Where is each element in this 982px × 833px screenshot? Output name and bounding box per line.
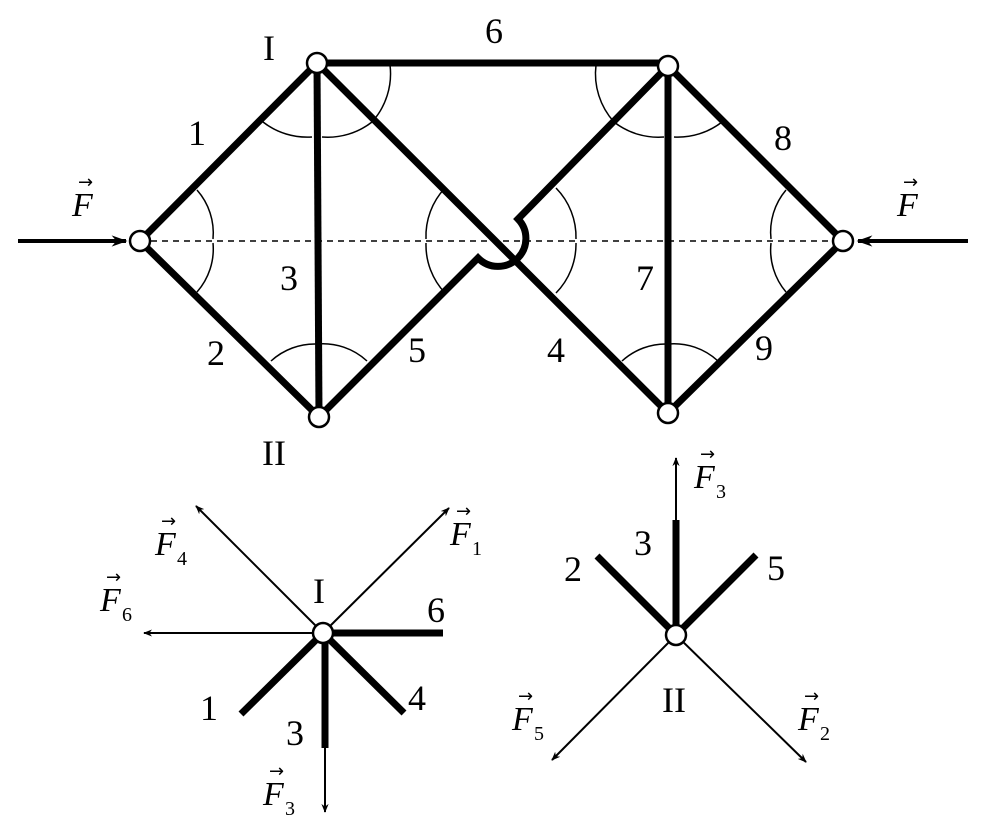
rod-5 [316,63,671,420]
angle-arc [613,121,665,138]
member-1 [238,630,326,717]
rod-8 [665,63,846,244]
node-II-diagram: II 3 2 5 F 3 → F 5 → F 2 → [511,444,830,763]
node-top-right [656,54,680,78]
node-II-label: II [662,680,686,720]
angle-arc [270,343,318,362]
node-label-II: II [262,433,286,473]
angle-arc [196,242,215,293]
force-label-F6: F [99,582,122,619]
force-label-F1: F [449,516,472,553]
angle-arc [769,189,787,240]
force-arrow-F4 [195,505,324,634]
force-label-F3-sub: 3 [285,798,295,820]
force-label-left: F [71,187,94,224]
force-arrow-F5 [551,634,677,761]
member-4 [320,630,407,716]
member-label-9: 9 [755,328,773,368]
node-II [307,405,331,429]
force-label-F5-sub: 5 [534,723,544,745]
member-label-6: 6 [485,11,503,51]
node-II-circle [664,623,688,647]
member-label-3: 3 [634,523,652,563]
member-label-1: 1 [188,113,206,153]
member-label-5: 5 [408,330,426,370]
angle-arcs [196,64,787,362]
angle-arc [196,189,215,240]
member-label-4: 4 [408,678,426,718]
vector-arrow-icon: → [700,444,715,465]
member-label-7: 7 [636,258,654,298]
node-I-circle [311,621,335,645]
member-label-3: 3 [286,713,304,753]
angle-arc [555,187,577,240]
angle-arc [262,121,313,138]
rod-4 [314,60,671,416]
angle-arc [667,342,719,362]
angle-arc [316,342,368,362]
force-arrow-F2 [675,634,807,763]
vector-arrow-icon: → [106,567,121,588]
force-label-F4-sub: 4 [177,548,187,570]
node-I-diagram: I 6 1 4 3 F 1 → F 4 → F 6 → F 3 → [99,501,482,820]
angle-arc [555,242,577,294]
member-label-1: 1 [200,688,218,728]
rod-3 [313,62,323,418]
vector-arrow-icon: → [903,172,918,193]
force-label-F3: F [693,459,716,496]
angle-arc [769,242,787,293]
member-label-6: 6 [427,590,445,630]
force-label-F3-sub: 3 [716,481,726,503]
vector-arrow-icon: → [518,686,533,707]
vector-arrow-icon: → [161,511,176,532]
vector-arrow-icon: → [269,761,284,782]
node-I-label: I [313,571,325,611]
member-2 [594,553,679,638]
angle-arc [673,121,723,138]
angle-arc [425,187,446,240]
node-left-support [128,229,152,253]
angle-arc [321,121,373,138]
force-label-F5: F [511,701,534,738]
force-label-F3: F [262,776,285,813]
member-label-3: 3 [280,258,298,298]
angle-arc [371,64,392,123]
force-label-F2: F [797,701,820,738]
angle-arc [594,64,615,123]
member-label-2: 2 [564,549,582,589]
node-label-I: I [263,28,275,68]
vector-arrow-icon: → [804,686,819,707]
vector-arrow-icon: → [456,501,471,522]
force-label-F6-sub: 6 [122,604,132,626]
node-bottom-right [656,401,680,425]
force-label-F4: F [154,526,177,563]
angle-arc [425,242,446,294]
member-5 [673,552,759,638]
truss: I II 1 2 3 4 5 6 7 8 9 F → F → [18,11,968,473]
member-label-5: 5 [767,548,785,588]
force-arrow-F1 [322,507,450,634]
rod-2 [137,238,322,420]
force-label-right: F [896,187,919,224]
member-label-8: 8 [774,118,792,158]
rod-1 [137,60,320,244]
node-I [305,51,329,75]
force-label-F2-sub: 2 [820,723,830,745]
force-label-F1-sub: 1 [472,538,482,560]
angle-arc [621,343,669,362]
vector-arrow-icon: → [78,172,93,193]
rod-9 [665,238,846,416]
member-label-2: 2 [207,333,225,373]
node-right-support [831,229,855,253]
member-label-4: 4 [547,330,565,370]
